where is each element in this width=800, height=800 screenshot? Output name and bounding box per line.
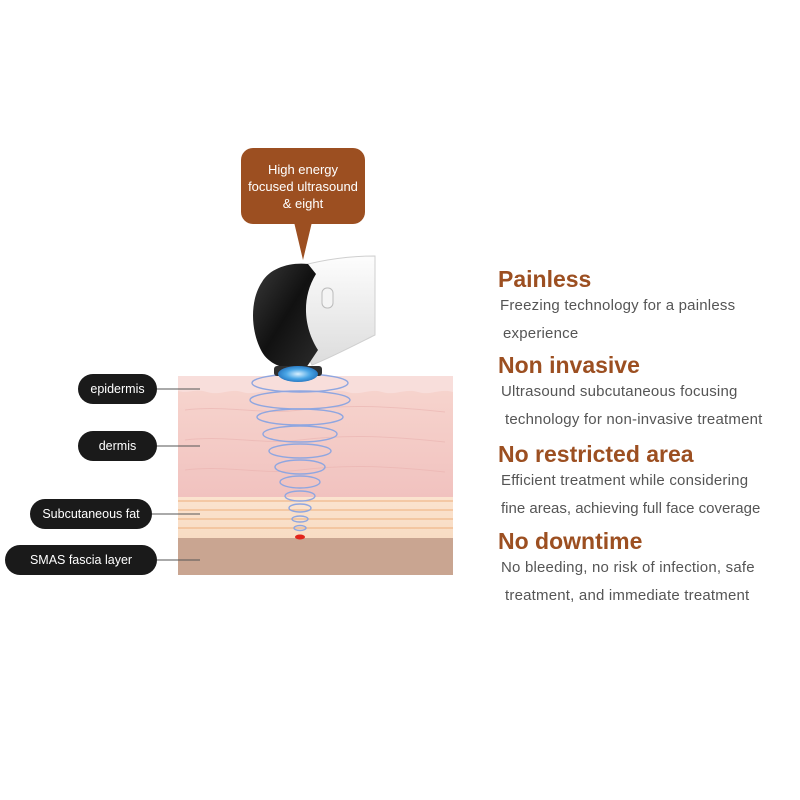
callout-line-2: focused ultrasound bbox=[248, 178, 358, 194]
fat-lines bbox=[178, 500, 453, 529]
feature-desc-line-1: Efficient treatment while considering bbox=[501, 472, 749, 489]
label-dermis: dermis bbox=[78, 431, 157, 461]
label-smas-fascia: SMAS fascia layer bbox=[5, 545, 157, 575]
feature-description: Efficient treatment while considering fi… bbox=[498, 467, 760, 523]
subcutaneous-fat-layer bbox=[178, 497, 453, 538]
feature-description: No bleeding, no risk of infection, safe … bbox=[498, 554, 755, 610]
label-subcutaneous-fat: Subcutaneous fat bbox=[30, 499, 152, 529]
probe-handle bbox=[299, 255, 376, 366]
feature-no-downtime: No downtime No bleeding, no risk of infe… bbox=[498, 528, 755, 610]
callout-tail bbox=[294, 222, 312, 260]
feature-title: Non invasive bbox=[498, 352, 640, 378]
feature-description: Ultrasound subcutaneous focusing technol… bbox=[498, 378, 763, 434]
probe-tip-glow bbox=[278, 366, 318, 382]
feature-description: Freezing technology for a painless exper… bbox=[498, 292, 735, 348]
label-epidermis: epidermis bbox=[78, 374, 157, 404]
focal-point bbox=[295, 534, 305, 540]
feature-desc-line-2: treatment, and immediate treatment bbox=[505, 587, 750, 604]
feature-desc-line-2: technology for non-invasive treatment bbox=[505, 411, 763, 428]
feature-non-invasive: Non invasive Ultrasound subcutaneous foc… bbox=[498, 352, 763, 434]
probe-button bbox=[321, 287, 334, 309]
callout-bubble: High energy focused ultrasound & eight bbox=[241, 148, 365, 224]
feature-title: No restricted area bbox=[498, 441, 694, 467]
smas-fascia-layer bbox=[178, 538, 453, 575]
feature-desc-line-1: Freezing technology for a painless bbox=[500, 297, 736, 314]
feature-painless: Painless Freezing technology for a painl… bbox=[498, 266, 735, 348]
ultrasound-waves bbox=[249, 373, 351, 532]
feature-title: No downtime bbox=[498, 528, 643, 554]
feature-desc-line-2: fine areas, achieving full face coverage bbox=[501, 500, 761, 517]
feature-desc-line-1: No bleeding, no risk of infection, safe bbox=[501, 559, 755, 576]
feature-desc-line-2: experience bbox=[503, 325, 579, 342]
dermis-texture bbox=[184, 405, 446, 473]
feature-desc-line-1: Ultrasound subcutaneous focusing bbox=[501, 383, 738, 400]
dermis-layer bbox=[178, 376, 453, 497]
probe-head bbox=[253, 263, 318, 370]
callout-line-3: & eight bbox=[282, 195, 324, 211]
epidermis-layer bbox=[178, 376, 453, 394]
feature-no-restricted-area: No restricted area Efficient treatment w… bbox=[498, 441, 760, 523]
callout-line-1: High energy bbox=[267, 161, 339, 177]
label-connectors bbox=[152, 388, 200, 561]
feature-title: Painless bbox=[498, 266, 592, 292]
